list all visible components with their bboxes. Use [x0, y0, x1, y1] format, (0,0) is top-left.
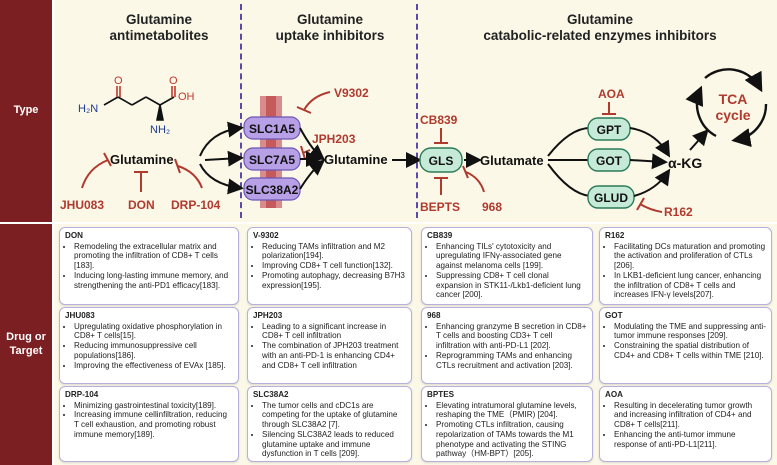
cb839-label: CB839	[420, 113, 458, 127]
header-antimetabolites: Glutamine antimetabolites	[109, 12, 209, 44]
arrow-to-slc38a2	[199, 163, 244, 195]
glutamate-label: Glutamate	[480, 153, 544, 168]
oxygen-1: O	[114, 75, 123, 87]
card-cb839: CB839 Enhancing TILs' cytotoxicity and u…	[421, 227, 593, 305]
arrow-to-slc1a5	[199, 121, 244, 157]
v9302-inhibition	[303, 91, 331, 111]
svg-text:GPT: GPT	[597, 123, 622, 137]
card-don: DON Remodeling the extracellular matrix …	[59, 227, 239, 305]
svg-text:GLS: GLS	[429, 154, 454, 168]
transporter-slc7a5: SLC7A5	[243, 147, 301, 171]
jhu083-inhibition	[81, 159, 109, 189]
tca-cycle-arrows	[685, 68, 768, 148]
tca-label-line1: TCA	[719, 91, 748, 107]
enzyme-gpt: GPT	[587, 117, 631, 141]
svg-text:GOT: GOT	[596, 154, 623, 168]
arrow-got-to-akg	[629, 153, 668, 170]
don-label: DON	[128, 198, 155, 212]
card-got: GOT Modulating the TME and suppressing a…	[599, 307, 772, 384]
amine-nh2: NH₂	[150, 124, 170, 136]
inhibitor-968-inhibition	[465, 171, 485, 193]
card-r162: R162 Facilitating DCs maturation and pro…	[599, 227, 772, 305]
svg-text:SLC1A5: SLC1A5	[249, 122, 295, 136]
arrow-akg-to-tca	[689, 129, 709, 151]
r162-inhibition	[639, 203, 663, 213]
card-bptes: BPTES Elevating intratumoral glutamine l…	[421, 386, 593, 462]
separator-2	[416, 4, 418, 218]
aoa-label: AOA	[598, 87, 625, 101]
jph203-label: JPH203	[312, 132, 356, 146]
separator-1	[240, 4, 242, 218]
svg-text:GLUD: GLUD	[594, 191, 628, 205]
svg-text:SLC7A5: SLC7A5	[249, 153, 295, 167]
type-row-label: Type	[0, 0, 52, 222]
enzyme-got: GOT	[587, 148, 631, 172]
alpha-kg-label: α-KG	[668, 155, 702, 171]
hydroxyl: OH	[178, 91, 195, 103]
drp104-inhibition	[177, 165, 203, 189]
drp104-label: DRP-104	[171, 198, 221, 212]
oxygen-2: O	[169, 75, 178, 87]
jhu083-label: JHU083	[60, 198, 105, 212]
arrow-to-slc7a5	[204, 150, 244, 167]
arrow-gpt-to-akg	[629, 127, 671, 158]
card-slc38a2: SLC38A2 The tumor cells and cDC1s are co…	[247, 386, 412, 462]
bepts-label: BEPTS	[420, 200, 460, 214]
card-jhu083: JHU083 Upregulating oxidative phosphoryl…	[59, 307, 239, 384]
header-uptake-inhibitors: Glutamine uptake inhibitors	[275, 12, 385, 44]
arrow-slc38a2-to-glutamine	[299, 159, 326, 190]
r162-label: R162	[664, 205, 693, 219]
v9302-label: V9302	[334, 86, 369, 100]
transporter-slc38a2: SLC38A2	[243, 177, 301, 201]
drug-row-label: Drug or Target	[0, 224, 52, 465]
header-enzyme-inhibitors: Glutamine catabolic-related enzymes inhi…	[483, 12, 717, 44]
glutamine-structure	[103, 86, 176, 121]
glutamine-name-left: Glutamine	[110, 152, 174, 167]
pathway-diagram: O O H₂N OH NH₂ Glutamine SLC1A5 SLC7A5 S…	[78, 68, 768, 219]
svg-text:SLC38A2: SLC38A2	[246, 183, 299, 197]
card-v9302: V-9302 Reducing TAMs infiltration and M2…	[247, 227, 412, 305]
inhibitor-968-label: 968	[482, 200, 502, 214]
card-aoa: AOA Resulting in decelerating tumor grow…	[599, 386, 772, 462]
transporter-slc1a5: SLC1A5	[243, 116, 301, 140]
gls-node: GLS	[419, 147, 463, 173]
card-drp104: DRP-104 Minimizing gastrointestinal toxi…	[59, 386, 239, 462]
amide-nh2: H₂N	[78, 103, 98, 115]
tca-label-line2: cycle	[715, 107, 750, 123]
enzyme-glud: GLUD	[587, 185, 635, 209]
drug-label: Drug or Target	[6, 330, 46, 357]
glutamine-name-center: Glutamine	[324, 152, 388, 167]
type-label: Type	[13, 104, 39, 117]
arrow-glud-to-akg	[633, 168, 671, 197]
card-968: 968 Enhancing granzyme B secretion in CD…	[421, 307, 593, 384]
card-jph203: JPH203 Leading to a significant increase…	[247, 307, 412, 384]
